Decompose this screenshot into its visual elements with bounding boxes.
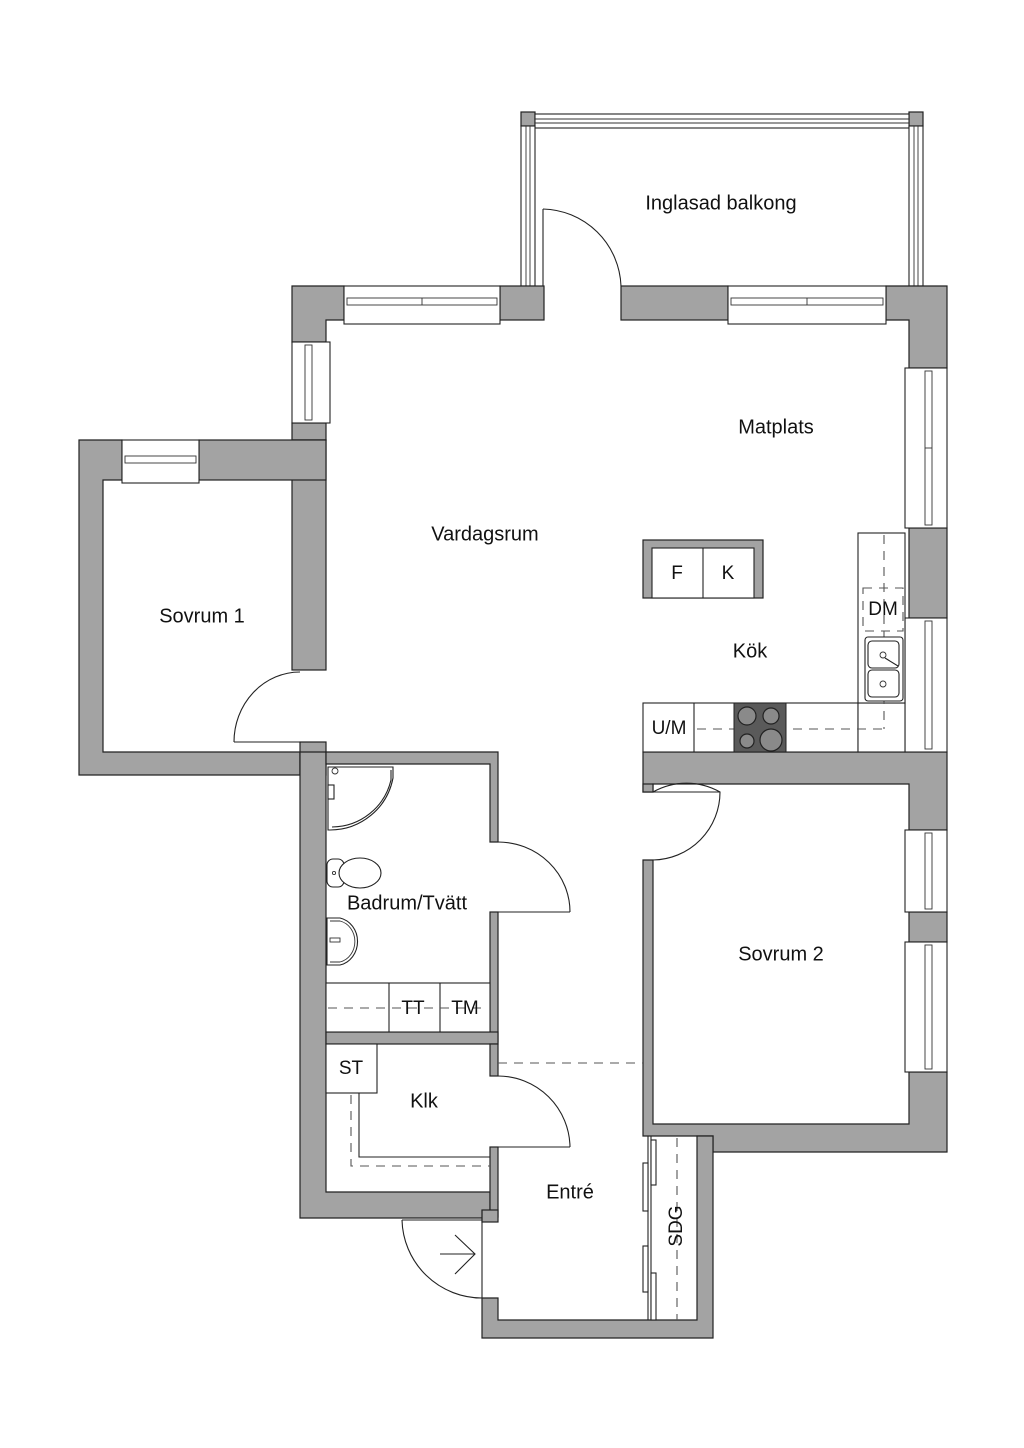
room-label-balcony: Inglasad balkong xyxy=(645,192,796,214)
toilet-icon xyxy=(326,857,382,889)
fixture-label-washer: TM xyxy=(451,998,478,1019)
stove-icon xyxy=(733,702,787,753)
bathroom-fixtures xyxy=(325,766,491,1033)
entry-arrow-icon xyxy=(440,1234,476,1275)
fixture-label-dryer: TT xyxy=(401,998,425,1019)
fixture-label-wardrobe: SDG xyxy=(666,1205,687,1246)
room-label-bedroom1: Sovrum 1 xyxy=(159,605,245,627)
shower-icon xyxy=(327,766,394,831)
fixture-label-dishwasher: DM xyxy=(868,599,898,620)
wardrobe-fixtures xyxy=(642,1136,678,1321)
washbasin-icon xyxy=(326,917,359,966)
closet-fixtures xyxy=(325,1043,643,1167)
room-label-kitchen: Kök xyxy=(733,640,768,662)
room-label-living: Vardagsrum xyxy=(431,523,538,545)
fixture-label-oven-micro: U/M xyxy=(652,718,687,739)
fixture-label-fridge: F xyxy=(671,563,683,584)
room-label-closet: Klk xyxy=(410,1090,439,1112)
doors xyxy=(233,671,721,1299)
room-label-bedroom2: Sovrum 2 xyxy=(738,943,824,965)
room-label-bathroom: Badrum/Tvätt xyxy=(347,892,467,914)
kitchen-fixtures xyxy=(642,532,906,753)
walls xyxy=(78,285,948,1339)
room-label-dining: Matplats xyxy=(738,416,814,438)
fixture-label-freezer: K xyxy=(722,563,735,584)
windows xyxy=(121,285,948,1073)
room-label-entrance: Entré xyxy=(546,1181,594,1203)
sink-icon xyxy=(864,636,904,702)
fixture-label-storage: ST xyxy=(339,1058,364,1079)
